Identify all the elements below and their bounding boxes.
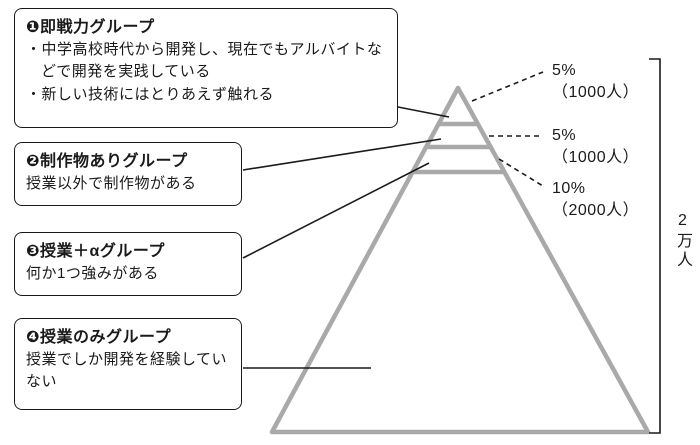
group-title: ❸授業＋αグループ bbox=[26, 243, 165, 260]
group-desc-line: ・新しい技術にはとりあえず触れる bbox=[26, 85, 275, 103]
total-label: 2万人 bbox=[674, 212, 691, 270]
connector-line-1 bbox=[397, 106, 450, 118]
group-box-2: ❷制作物ありグループ 授業以外で制作物がある bbox=[14, 142, 242, 206]
tier-count: （2000人） bbox=[552, 202, 640, 220]
tier-count: （1000人） bbox=[552, 84, 640, 102]
group-desc-line: 授業でしか開発を経験していない bbox=[26, 350, 228, 391]
group-box-3: ❸授業＋αグループ 何か1つ強みがある bbox=[14, 232, 242, 296]
connector-line-2 bbox=[242, 138, 442, 171]
tier-label-3: 10% （2000人） bbox=[552, 178, 639, 223]
tier-label-1: 5% （1000人） bbox=[552, 60, 639, 105]
group-desc-line: 授業以外で制作物がある bbox=[26, 174, 197, 192]
tier-percent: 10% bbox=[552, 180, 586, 197]
group-desc-line: 何か1つ強みがある bbox=[26, 264, 159, 282]
group-desc-line: ・中学高校時代から開発し、現在でもアルバイトなどで開発を実践している bbox=[26, 40, 383, 81]
tier-count: （1000人） bbox=[552, 149, 640, 167]
total-bracket bbox=[649, 58, 661, 434]
tier-label-2: 5% （1000人） bbox=[552, 125, 639, 170]
tier-percent: 5% bbox=[552, 127, 577, 144]
leader-line-3 bbox=[498, 158, 544, 187]
group-title: ❹授業のみグループ bbox=[26, 329, 172, 346]
connector-line-3 bbox=[242, 162, 430, 259]
leader-line-1 bbox=[471, 71, 544, 102]
group-title: ❶即戦力グループ bbox=[26, 19, 155, 36]
group-box-1: ❶即戦力グループ ・中学高校時代から開発し、現在でもアルバイトなどで開発を実践し… bbox=[14, 8, 398, 128]
group-title: ❷制作物ありグループ bbox=[26, 153, 188, 170]
tier-percent: 5% bbox=[552, 62, 577, 79]
group-box-4: ❹授業のみグループ 授業でしか開発を経験していない bbox=[14, 318, 242, 410]
